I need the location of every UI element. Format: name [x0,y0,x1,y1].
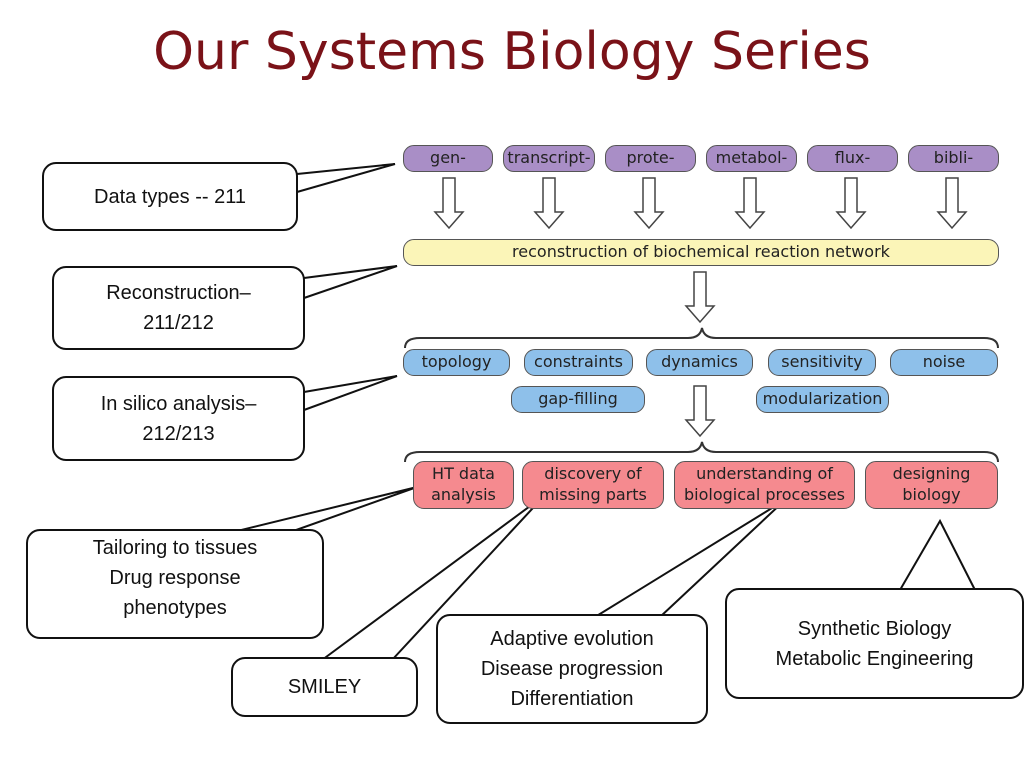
callout-data-types: Data types -- 211 [42,162,298,231]
down-arrow-icon [936,177,968,230]
callout-pointer [296,163,396,193]
data-type-gen: gen- [403,145,493,172]
application-discovery: discovery of missing parts [522,461,664,509]
callout-pointer [303,375,398,411]
data-type-flux: flux- [807,145,898,172]
down-arrow-icon [684,385,716,438]
data-type-metabol: metabol- [706,145,797,172]
analysis-dynamics: dynamics [646,349,753,376]
application-ht-data: HT data analysis [413,461,514,509]
down-arrow-icon [533,177,565,230]
reconstruction-bar: reconstruction of biochemical reaction n… [403,239,999,266]
analysis-sensitivity: sensitivity [768,349,876,376]
callout-reconstruction: Reconstruction– 211/212 [52,266,305,350]
curly-brace [404,327,999,349]
analysis-constraints: constraints [524,349,633,376]
data-type-bibli: bibli- [908,145,999,172]
down-arrow-icon [633,177,665,230]
callout-pointer [303,265,398,299]
curly-brace [404,441,999,463]
analysis-noise: noise [890,349,998,376]
callout-smiley: SMILEY [231,657,418,717]
application-designing: designing biology [865,461,998,509]
callout-pointer [899,518,976,591]
analysis-modularization: modularization [756,386,889,413]
down-arrow-icon [835,177,867,230]
analysis-gap-filling: gap-filling [511,386,645,413]
callout-adaptive: Adaptive evolution Disease progression D… [436,614,708,724]
analysis-topology: topology [403,349,510,376]
callout-in-silico: In silico analysis– 212/213 [52,376,305,461]
down-arrow-icon [684,271,716,324]
callout-tailoring: Tailoring to tissues Drug response pheno… [26,529,324,639]
down-arrow-icon [734,177,766,230]
application-understanding: understanding of biological processes [674,461,855,509]
slide-title: Our Systems Biology Series [153,22,871,82]
down-arrow-icon [433,177,465,230]
data-type-transcript: transcript- [503,145,595,172]
callout-synthetic: Synthetic Biology Metabolic Engineering [725,588,1024,699]
data-type-prote: prote- [605,145,696,172]
